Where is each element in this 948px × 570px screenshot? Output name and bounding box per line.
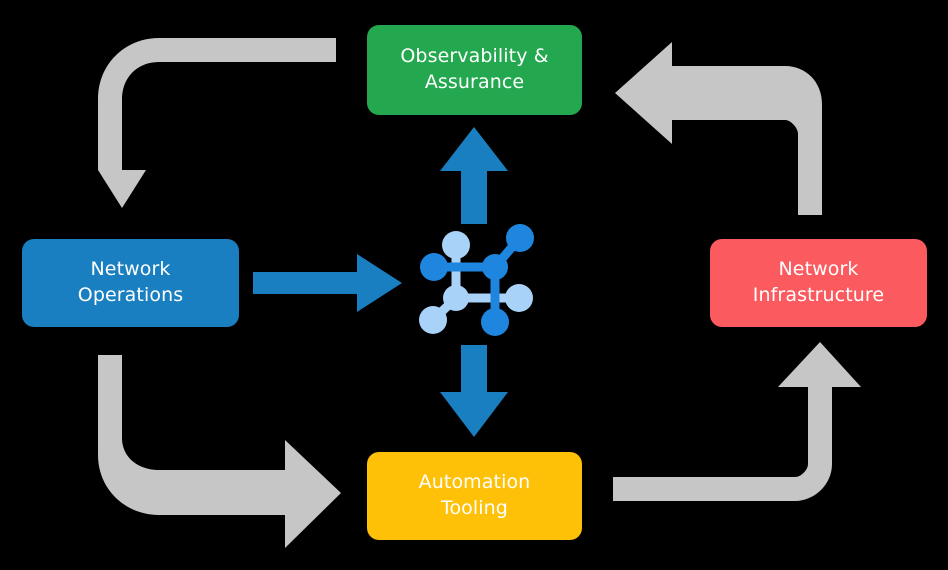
node-bottom-dark (481, 308, 509, 336)
arrow-center-to-observability (440, 127, 508, 224)
arrow-automation-to-infrastructure (613, 342, 861, 501)
node-observability-assurance[interactable]: Observability & Assurance (367, 25, 582, 115)
node-network-operations[interactable]: Network Operations (22, 239, 239, 327)
node-top-light (442, 231, 470, 259)
node-network-operations-label: Network Operations (77, 258, 184, 306)
arrow-center-to-automation (440, 345, 508, 437)
arrow-infrastructure-to-observability (615, 42, 822, 215)
node-network-infrastructure[interactable]: Network Infrastructure (710, 239, 927, 327)
arrow-operations-to-automation (98, 355, 341, 548)
node-bottomleft-light (419, 306, 447, 334)
node-right-light (505, 284, 533, 312)
network-icon-nodes (419, 224, 534, 336)
node-network-infrastructure-label: Network Infrastructure (752, 258, 885, 306)
node-topright-dark (506, 224, 534, 252)
node-automation-tooling[interactable]: Automation Tooling (367, 452, 582, 540)
arrow-operations-to-center (253, 254, 402, 312)
node-automation-tooling-label: Automation Tooling (418, 471, 531, 519)
node-hub-dark (482, 254, 508, 280)
node-observability-assurance-label: Observability & Assurance (400, 45, 549, 93)
node-left-dark (420, 253, 448, 281)
arrow-observability-to-operations (98, 38, 336, 208)
node-hub-light (443, 285, 469, 311)
